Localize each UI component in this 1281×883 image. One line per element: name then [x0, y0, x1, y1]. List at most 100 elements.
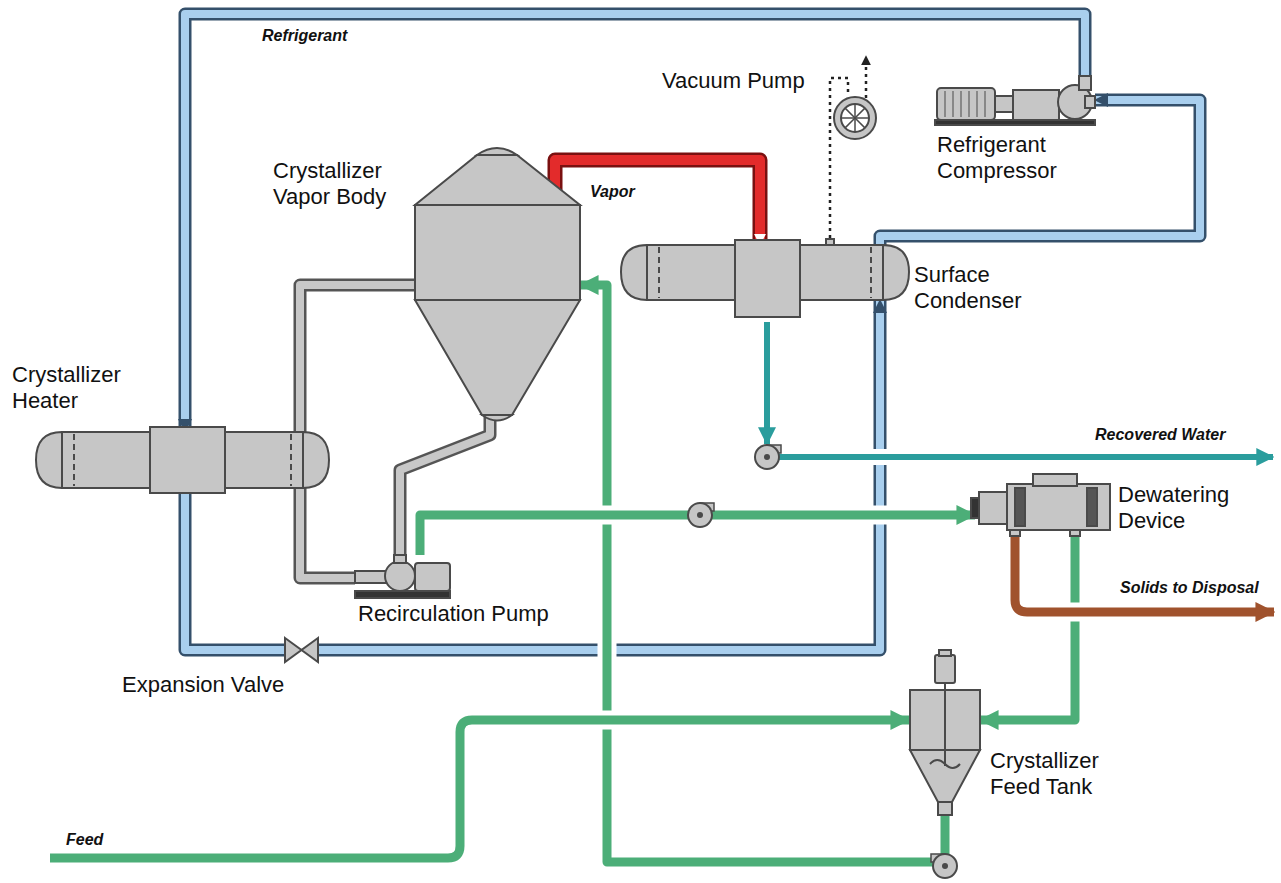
vapor-body: Crystallizer Vapor Body — [415, 205, 580, 300]
drawing-part — [621, 245, 647, 300]
feed-tank: Crystallizer Feed Tank — [910, 690, 980, 815]
drawing-part — [855, 118, 865, 128]
drawing-part — [1015, 536, 1274, 612]
dewatering-device-figure — [971, 474, 1110, 536]
drawing-part — [855, 108, 865, 118]
drawing-part — [942, 863, 948, 869]
process-pipe — [300, 285, 415, 432]
recirculation-pump-figure — [355, 555, 450, 598]
equipment-label: Vacuum Pump — [662, 68, 805, 94]
drawing-part — [845, 118, 855, 128]
drawing-part — [1007, 484, 1110, 530]
stream-label: Vapor — [590, 182, 635, 201]
crystallizer-heater: Crystallizer Heater — [40, 432, 325, 488]
vapor-body-figure — [415, 148, 580, 421]
compressor-outline — [935, 80, 1095, 125]
process-pipe — [580, 285, 945, 862]
process-pipe — [555, 160, 760, 245]
drawing-part — [688, 503, 712, 527]
compressor: Refrigerant Compressor — [935, 80, 1095, 125]
drawing-part — [995, 96, 1013, 112]
equipment-label: Dewatering Device — [1118, 482, 1248, 534]
equipment-label: Crystallizer Heater — [12, 362, 137, 414]
drawing-part — [841, 117, 855, 119]
pipe-stroke — [300, 285, 415, 432]
dewatering-device-outline — [975, 480, 1110, 536]
drawing-part — [764, 322, 770, 444]
drawing-part — [385, 561, 415, 591]
equipment-label: Recirculation Pump — [358, 601, 549, 627]
drawing-part — [841, 104, 869, 132]
process-pipe — [880, 100, 1200, 245]
drawing-part — [883, 245, 909, 300]
drawing-part — [854, 118, 856, 132]
expansion-valve: Expansion Valve — [285, 638, 318, 662]
surface-condenser-outline — [625, 245, 905, 300]
equipment-label: Crystallizer Vapor Body — [273, 158, 413, 210]
drawing-part — [865, 56, 868, 98]
drawing-part — [1033, 474, 1077, 486]
drawing-part — [73, 434, 75, 486]
drawing-part — [1079, 76, 1091, 90]
pipe-stroke — [185, 488, 285, 650]
recovered-water-line — [767, 322, 1273, 457]
pipe-stroke — [300, 488, 355, 578]
drawing-part — [735, 240, 800, 317]
pipe-stroke — [880, 100, 1200, 245]
process-pipe — [185, 488, 285, 650]
drawing-part — [779, 454, 1273, 460]
drawing-part — [477, 148, 517, 155]
crystallizer-heater-outline — [40, 432, 325, 488]
drawing-part — [969, 91, 970, 117]
drawing-part — [1015, 536, 1274, 612]
drawing-part — [36, 432, 62, 488]
drawing-part — [285, 638, 318, 662]
process-pipe — [185, 14, 1085, 432]
drawing-part — [933, 854, 957, 878]
vacuum-pump: Vacuum Pump — [833, 96, 877, 140]
drawing-part — [50, 720, 909, 858]
drawing-part — [415, 300, 580, 415]
drawing-part — [979, 492, 1007, 524]
drawing-part — [697, 512, 703, 518]
surface-condenser: Surface Condenser — [625, 245, 905, 300]
drawing-part — [944, 690, 946, 766]
drawing-part — [977, 91, 978, 117]
drawing-part — [1087, 488, 1097, 526]
drawing-part — [1015, 488, 1025, 526]
drawing-part — [971, 498, 979, 518]
drawing-part — [415, 205, 580, 300]
equipment-label: Expansion Valve — [122, 672, 284, 698]
drawing-part — [1013, 90, 1059, 120]
drawing-part — [938, 802, 952, 815]
feed-tank-outline — [910, 690, 980, 815]
process-pipe — [980, 536, 1075, 720]
recirculation-pump: Recirculation Pump — [355, 555, 450, 598]
vapor-body-outline — [415, 205, 580, 300]
pipe-stroke — [555, 160, 760, 245]
drawing-part — [394, 555, 406, 563]
stream-label: Recovered Water — [1095, 425, 1225, 444]
drawing-part — [961, 91, 962, 117]
surface-condenser-figure — [621, 239, 909, 317]
transfer-pump — [688, 503, 714, 527]
process-pipe — [300, 488, 355, 578]
drawing-part — [303, 432, 329, 488]
drawing-part — [290, 434, 292, 486]
pipe-stroke — [980, 536, 1075, 720]
water-pump — [755, 445, 781, 469]
drawing-part — [826, 239, 834, 245]
feed-line — [50, 720, 909, 858]
equipment-label: Surface Condenser — [914, 262, 1039, 314]
expansion-valve-outline — [285, 638, 318, 662]
drawing-part — [834, 97, 876, 139]
stream-label: Refrigerant — [262, 26, 347, 45]
drawing-part — [779, 449, 1273, 465]
drawing-part — [870, 247, 872, 298]
drawing-part — [854, 104, 856, 118]
pipe-stroke — [880, 100, 1200, 245]
recirculation-pump-outline — [355, 555, 450, 598]
drawing-part — [415, 563, 450, 591]
drawing-part — [415, 155, 580, 205]
pipe-stroke — [555, 160, 760, 245]
